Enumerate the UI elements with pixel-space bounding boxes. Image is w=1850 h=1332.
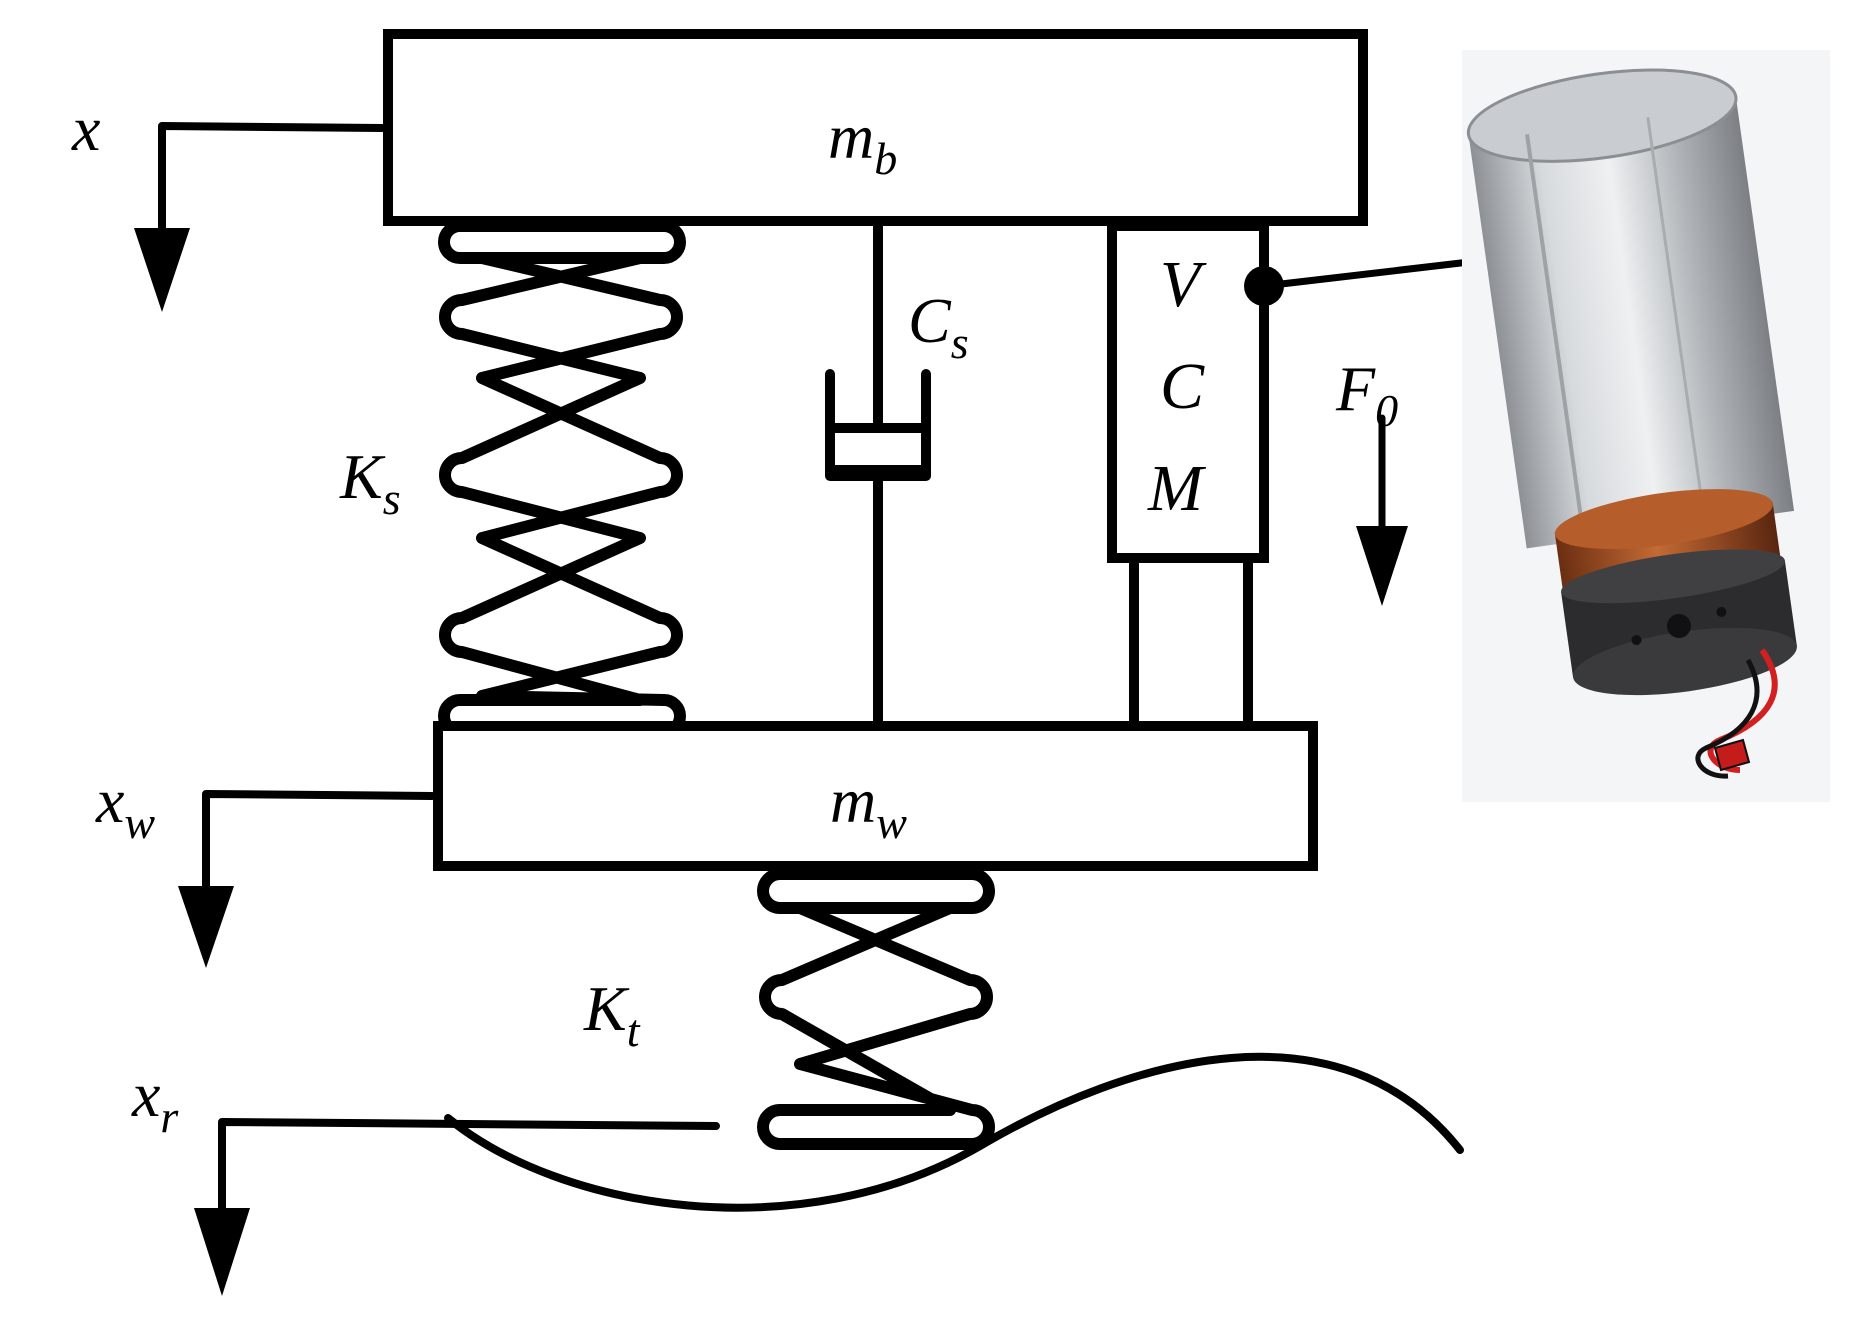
vcm-letter-c: C [1160,350,1205,423]
kt-label: Kt [583,973,641,1056]
vcm-letter-v: V [1160,248,1207,321]
f0-force-arrow [1356,414,1408,606]
xw-displacement-arrow [178,790,436,968]
vcm-motor-photo [1462,50,1830,802]
vcm-actuator [1107,221,1269,727]
xw-label: xw [95,765,155,848]
tire-spring [757,868,995,1150]
cs-label: Cs [908,285,969,368]
xr-label: xr [131,1059,179,1142]
suspension-spring [438,220,686,738]
f0-label: F0 [1335,353,1398,436]
x-displacement-arrow [134,122,386,312]
xr-displacement-arrow [194,1118,720,1296]
mb-label: mb [828,101,897,184]
road-profile [444,1052,1464,1212]
damper [825,221,931,727]
x-label: x [71,93,100,164]
unsprung-mass-block [433,721,1318,871]
mw-label: mw [830,765,907,848]
vcm-letter-m: M [1147,452,1207,525]
ks-label: Ks [339,441,401,524]
sprung-mass-block [383,29,1368,226]
